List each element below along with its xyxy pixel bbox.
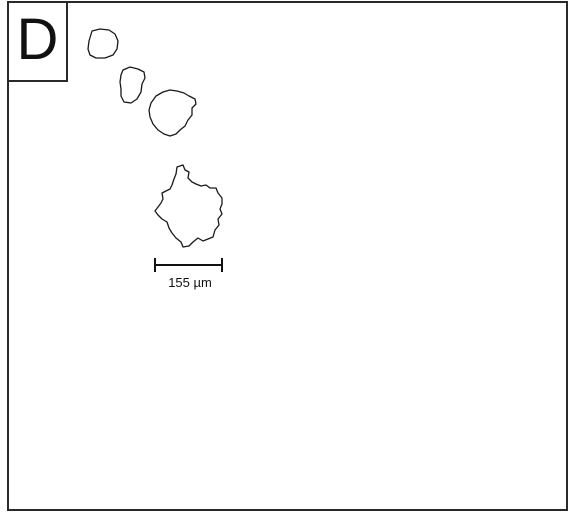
particle-outline-4 bbox=[155, 165, 222, 247]
particle-outline-2 bbox=[120, 67, 145, 103]
particle-outline-3 bbox=[149, 90, 196, 136]
particle-outline-1 bbox=[88, 29, 118, 58]
scale-bar-label: 155 µm bbox=[150, 275, 230, 290]
